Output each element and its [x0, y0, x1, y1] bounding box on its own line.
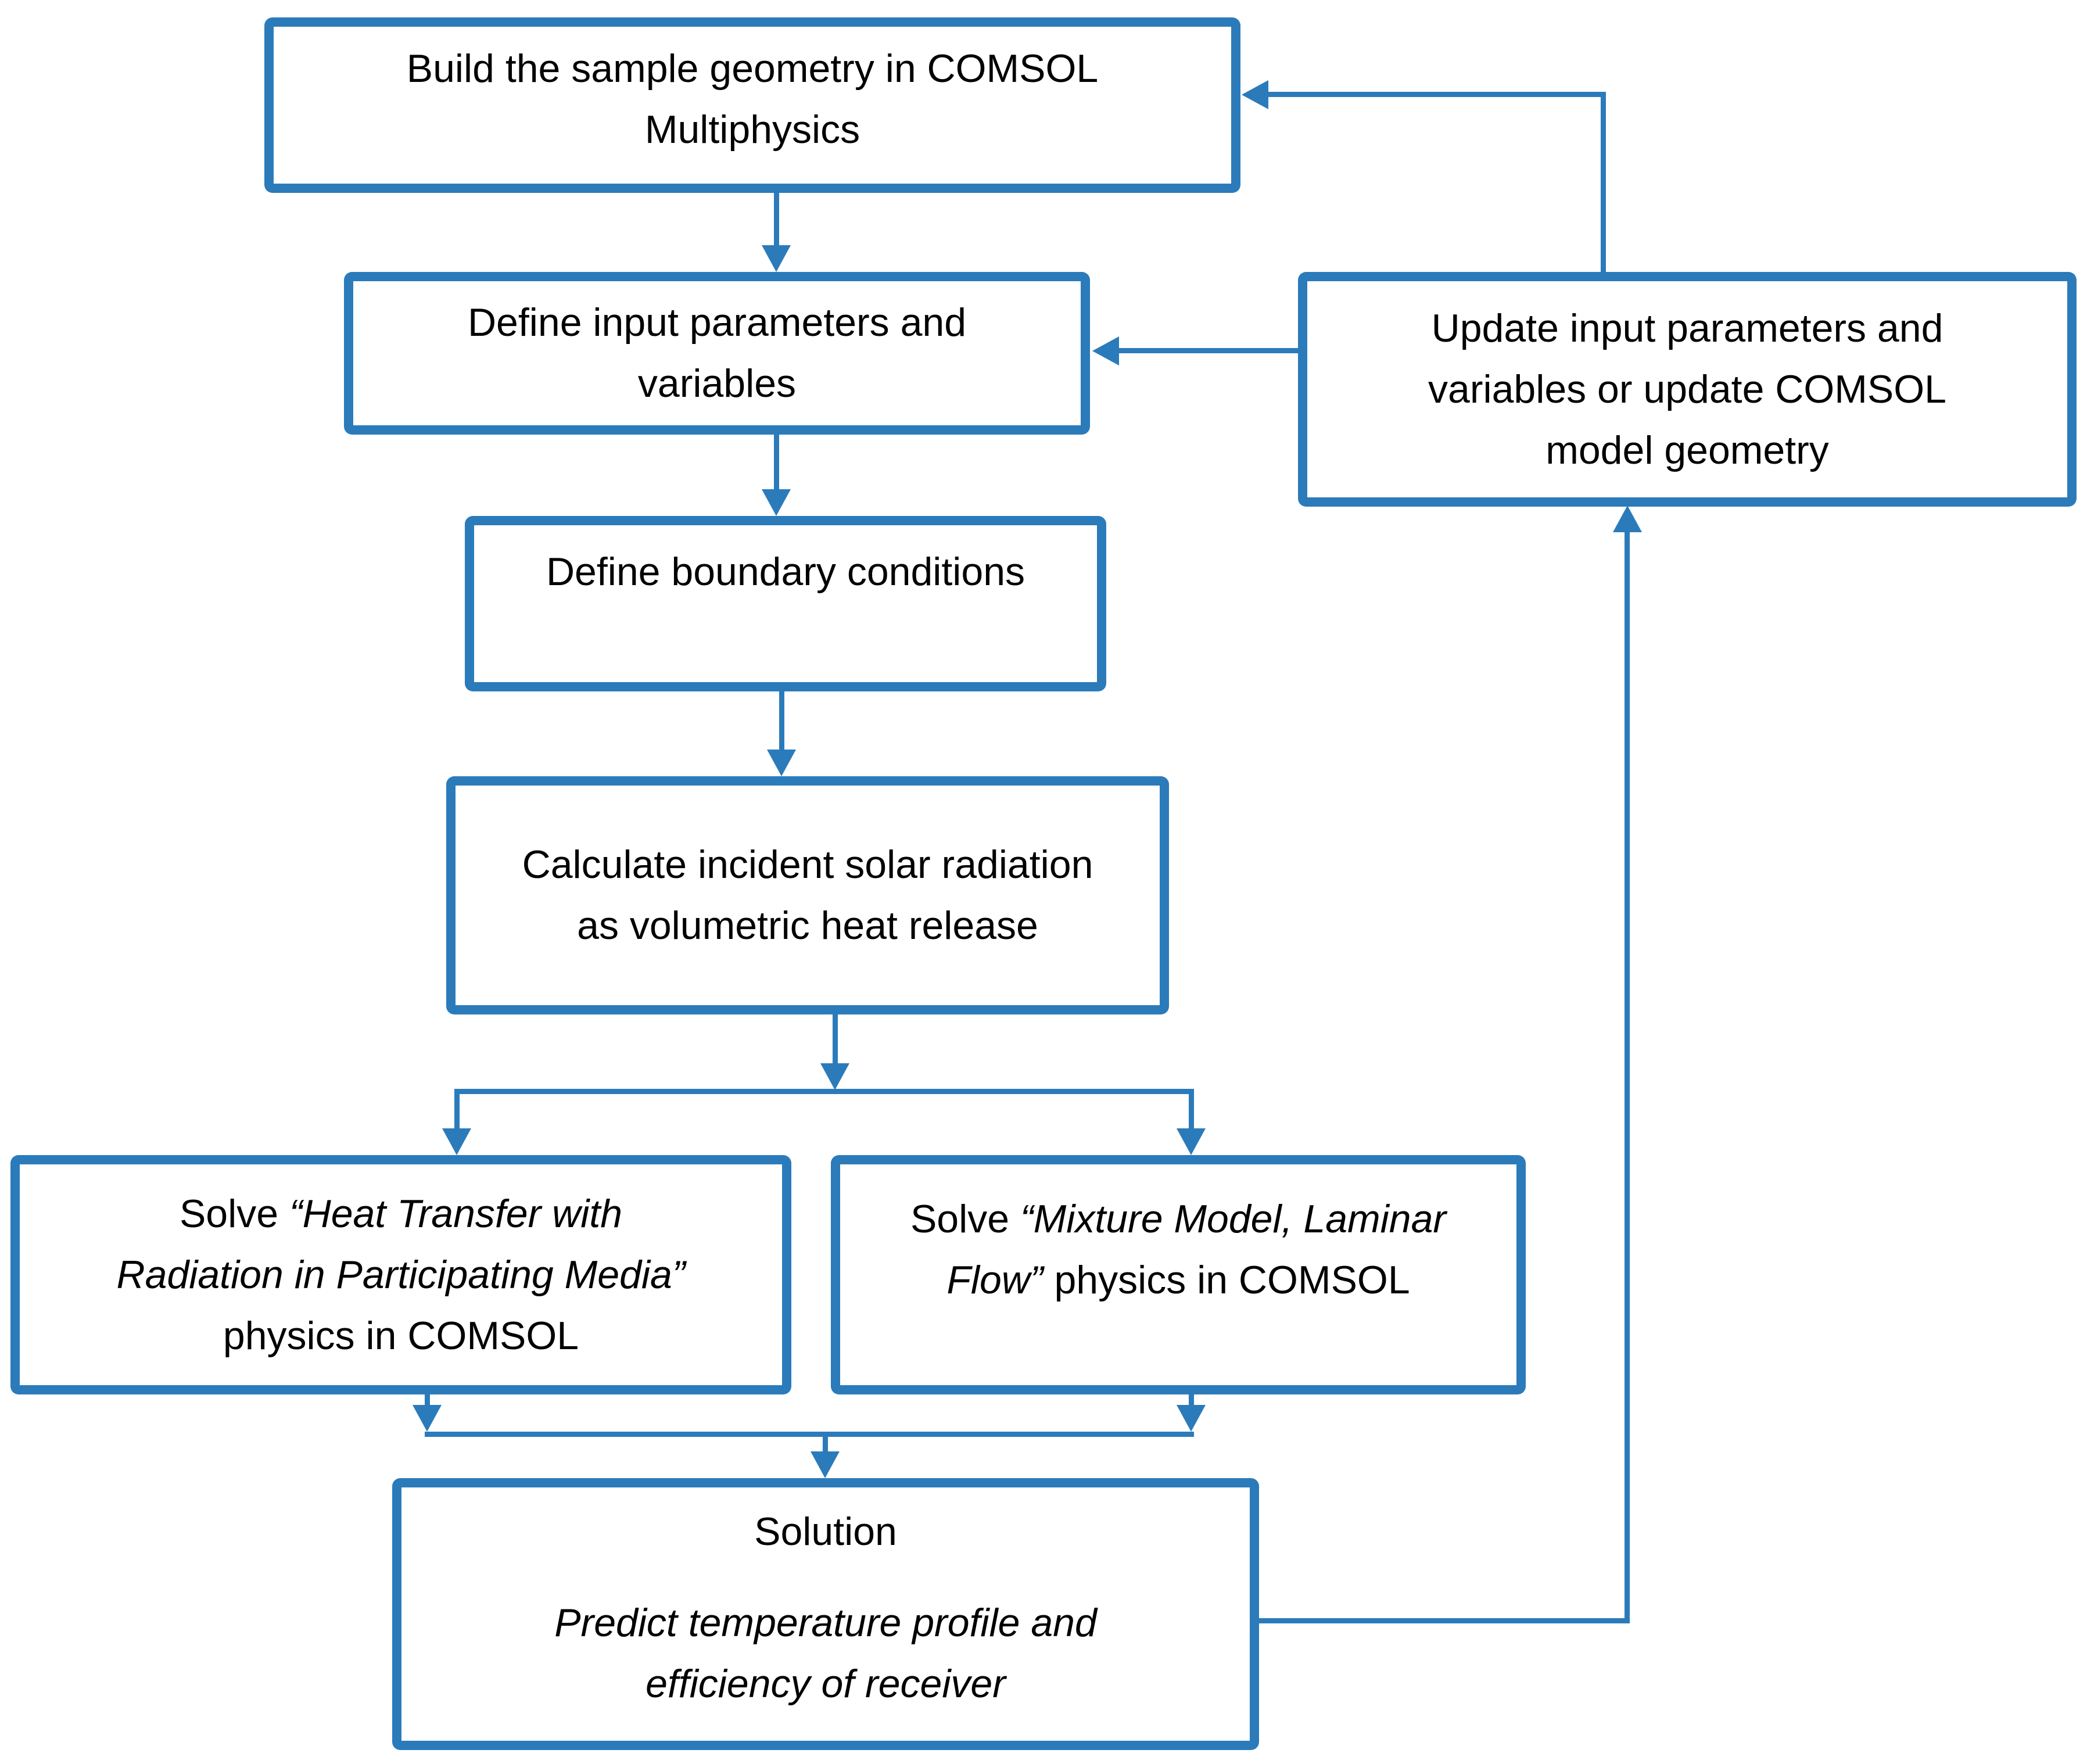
node-solve-heat-transfer-physics: Solve “Heat Transfer with Radiation in P… [10, 1155, 791, 1394]
node-build-geometry: Build the sample geometry in COMSOL Mult… [264, 17, 1240, 193]
arrowhead-down-icon [413, 1405, 442, 1432]
connector-solvemix-to-merge-line [1189, 1393, 1194, 1407]
node-solve-heat-transfer-line2: Radiation in Participating Media” [116, 1252, 686, 1297]
node-build-geometry-label: Build the sample geometry in COMSOL Mult… [406, 46, 1099, 152]
node-update-parameters-label: Update input parameters and variables or… [1428, 306, 1946, 472]
node-solution: Solution Predict temperature profile and… [392, 1478, 1259, 1750]
connector-solveheat-to-merge-line [425, 1393, 430, 1407]
feedback-solution-to-update-vline [1625, 531, 1630, 1623]
feedback-solution-to-update-hline [1258, 1618, 1630, 1623]
node-calculate-solar-radiation-label: Calculate incident solar radiation as vo… [522, 842, 1093, 948]
connector-split-to-solveheat-line [454, 1094, 460, 1130]
feedback-update-to-build-hline [1266, 92, 1606, 97]
node-define-boundary-conditions-label: Define boundary conditions [546, 550, 1025, 594]
arrowhead-down-icon [1177, 1128, 1206, 1155]
node-solve-heat-transfer-line3: physics in COMSOL [223, 1313, 579, 1358]
node-solve-mixture-model-line2: Flow” physics in COMSOL [946, 1258, 1410, 1302]
node-solution-title: Solution [754, 1510, 897, 1554]
feedback-update-to-inputs-line [1117, 348, 1298, 353]
arrowhead-down-icon [1177, 1405, 1206, 1432]
arrowhead-down-icon [762, 489, 791, 516]
feedback-update-to-build-vline [1601, 92, 1606, 273]
node-solution-subtitle: Predict temperature profile and efficien… [554, 1601, 1097, 1706]
node-define-input-parameters-label: Define input parameters and variables [467, 300, 967, 406]
node-solve-mixture-model-line1: Solve “Mixture Model, Laminar [910, 1197, 1447, 1241]
arrowhead-down-icon [442, 1128, 471, 1155]
node-calculate-solar-radiation: Calculate incident solar radiation as vo… [446, 776, 1169, 1014]
merge-bar-line [425, 1432, 1194, 1437]
arrowhead-down-icon [811, 1451, 840, 1478]
arrowhead-down-icon [767, 750, 796, 776]
node-solve-mixture-model-physics: Solve “Mixture Model, Laminar Flow” phys… [831, 1155, 1526, 1394]
connector-build-to-inputs-line [774, 193, 779, 249]
arrowhead-up-icon [1613, 505, 1642, 532]
connector-merge-to-solution-line [823, 1437, 828, 1454]
node-define-input-parameters: Define input parameters and variables [344, 272, 1090, 435]
connector-inputs-to-boundary-line [774, 435, 779, 492]
connector-boundary-to-calculate-line [779, 691, 784, 752]
split-bar-line [454, 1089, 1194, 1094]
arrowhead-down-icon [820, 1063, 849, 1090]
connector-split-to-solvemix-line [1189, 1094, 1194, 1130]
arrowhead-left-icon [1242, 80, 1268, 109]
node-update-parameters: Update input parameters and variables or… [1298, 272, 2077, 507]
node-define-boundary-conditions: Define boundary conditions [465, 516, 1106, 691]
node-solve-heat-transfer-line1: Solve “Heat Transfer with [179, 1191, 623, 1236]
arrowhead-down-icon [762, 245, 791, 272]
connector-calculate-to-split-line [833, 1014, 838, 1066]
arrowhead-left-icon [1092, 336, 1119, 365]
